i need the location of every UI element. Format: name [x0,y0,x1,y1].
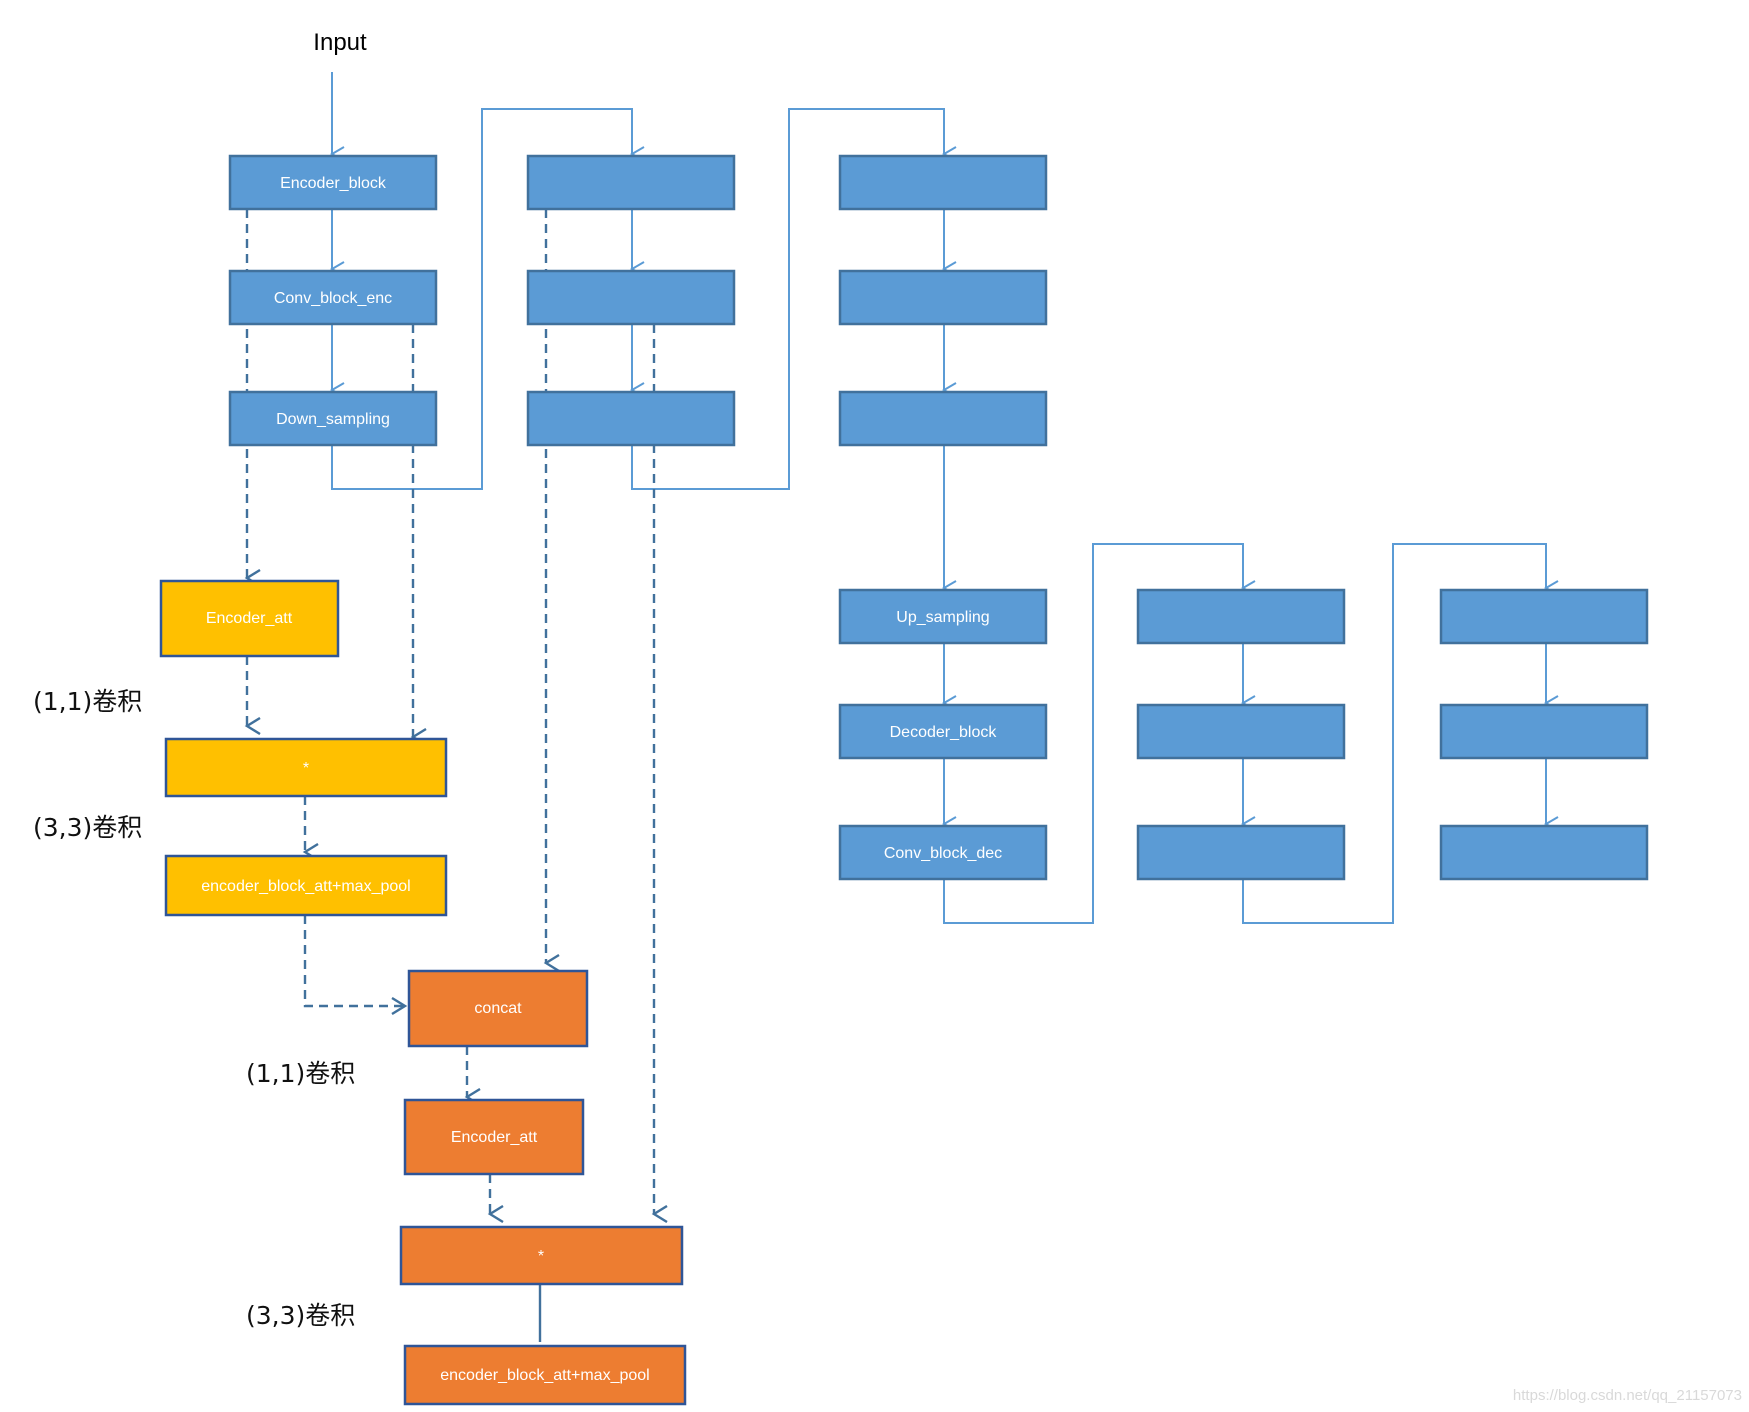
concat-label: concat [474,1000,522,1017]
multiply-label-2: * [538,1248,544,1265]
conv3x3-label-2: (3,3)卷积 [246,1301,355,1330]
down-sampling-box-2 [526,390,736,447]
conv1x1-label-2: (1,1)卷积 [246,1059,355,1088]
multiply-box-2: * [399,1225,684,1286]
encoder-block-att-maxpool-label-1: encoder_block_att+max_pool [201,878,410,895]
decoder-block-box-2 [1136,703,1346,760]
multiply-box-1: * [164,737,448,798]
conv-block-dec-box-2 [1136,824,1346,881]
decoder-block-box: Decoder_block [838,703,1048,760]
up-sampling-box: Up_sampling [838,588,1048,645]
encoder-att-box-1: Encoder_att [159,579,340,658]
input-label: Input [313,29,367,56]
conv-block-enc-box-2 [526,269,736,326]
encoder-block-box: Encoder_block [228,154,438,211]
decoder-block-box-3 [1439,703,1649,760]
encoder-block-att-maxpool-label-2: encoder_block_att+max_pool [440,1367,649,1384]
encoder-block-att-maxpool-box-1: encoder_block_att+max_pool [164,854,448,917]
concat-box: concat [407,969,589,1048]
down-sampling-label: Down_sampling [276,411,390,428]
conv-block-dec-box: Conv_block_dec [838,824,1048,881]
down-sampling-box-3 [838,390,1048,447]
solid-connectors [330,72,1559,924]
conv-block-box-3 [838,269,1048,326]
encoder-block-label: Encoder_block [280,175,387,192]
encoder-block-box-2 [526,154,736,211]
conv-block-dec-label: Conv_block_dec [884,845,1002,862]
conv3x3-label-1: (3,3)卷积 [33,813,142,842]
encoder-block-att-maxpool-box-2: encoder_block_att+max_pool [403,1344,687,1406]
conv1x1-label-1: (1,1)卷积 [33,687,142,716]
encoder-att-label-2: Encoder_att [451,1129,538,1146]
down-sampling-box: Down_sampling [228,390,438,447]
encoder-att-box-2: Encoder_att [403,1098,585,1176]
up-sampling-box-3 [1439,588,1649,645]
conv-block-enc-box: Conv_block_enc [228,269,438,326]
up-sampling-box-2 [1136,588,1346,645]
multiply-label-1: * [303,760,309,777]
up-sampling-label: Up_sampling [896,609,989,626]
watermark-text: https://blog.csdn.net/qq_21157073 [1513,1387,1742,1404]
encoder-block-box-3 [838,154,1048,211]
conv-block-enc-label: Conv_block_enc [274,290,392,307]
conv-block-dec-box-3 [1439,824,1649,881]
decoder-block-label: Decoder_block [890,724,998,741]
encoder-att-label-1: Encoder_att [206,610,293,627]
